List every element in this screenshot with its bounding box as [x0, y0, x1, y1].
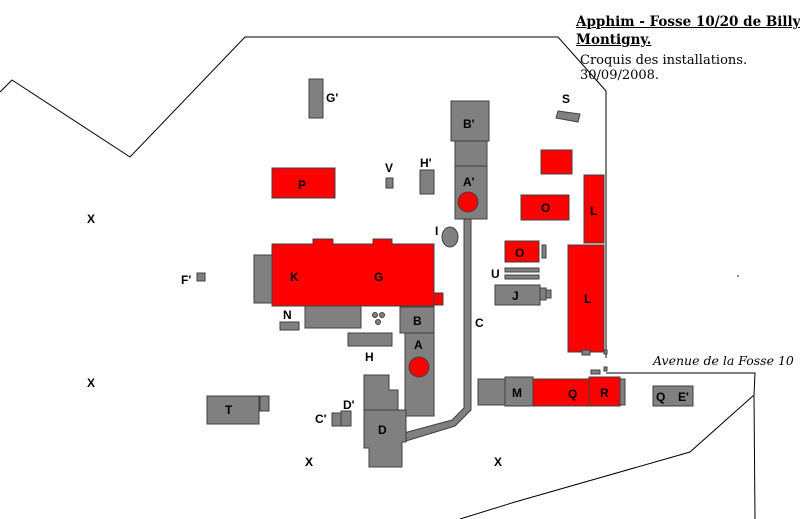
building-v: [385, 177, 394, 189]
shaft-a: [408, 356, 430, 378]
label-t: T: [225, 403, 233, 417]
building-red-small: [540, 149, 573, 175]
tank-i: [441, 226, 459, 248]
building-f-prime: [196, 272, 206, 282]
label-x-top: X: [87, 212, 95, 226]
building-r: [588, 376, 621, 407]
label-x-bottom-right: X: [494, 455, 502, 469]
building-g-annex: [433, 292, 444, 306]
label-m: M: [512, 386, 522, 400]
building-under-g: [304, 305, 362, 329]
building-q-e-prime: [652, 385, 694, 407]
subtitle-line2: 30/09/2008.: [580, 68, 660, 83]
label-h: H: [365, 350, 374, 364]
marker-small-3: [590, 369, 601, 375]
label-h-prime: H': [420, 156, 432, 170]
label-l-top: L: [590, 204, 597, 218]
label-c: C: [475, 316, 484, 330]
label-d: D: [378, 423, 387, 437]
building-p: [271, 167, 336, 199]
label-a-prime: A': [463, 175, 475, 189]
label-l-bottom: L: [584, 292, 591, 306]
label-j: J: [512, 289, 519, 303]
building-c-prime: [331, 412, 342, 427]
building-q: [532, 378, 590, 407]
label-o-mid: O: [515, 246, 524, 260]
page-title-line2: Montigny.: [576, 32, 652, 48]
building-j-annex2: [545, 289, 552, 299]
building-j-annex: [539, 287, 547, 301]
building-d-prime: [340, 410, 352, 427]
building-n: [279, 321, 300, 331]
building-g-prime: [308, 78, 324, 119]
tank-small-3: [375, 319, 381, 325]
site-boundary-line: [0, 36, 607, 358]
label-f-prime: F': [181, 273, 191, 287]
building-b: [399, 306, 435, 334]
building-o-mid-annex: [541, 244, 547, 259]
label-g: G: [374, 270, 383, 284]
page-title-line1: Apphim - Fosse 10/20 de Billy: [576, 14, 800, 30]
building-k-g: [271, 238, 435, 307]
label-n: N: [283, 308, 292, 322]
building-h-prime: [419, 169, 435, 195]
label-d-prime: D': [343, 398, 355, 412]
building-r-annex: [619, 378, 626, 406]
building-d: [363, 374, 407, 468]
label-q-right: Q: [656, 390, 665, 404]
building-o-mid: [504, 240, 540, 263]
label-b-prime: B': [463, 117, 475, 131]
marker-small: [603, 349, 608, 355]
label-b: B: [413, 314, 422, 328]
building-b-prime: [450, 100, 490, 142]
tank-small-2: [379, 312, 385, 318]
label-g-prime: G': [326, 91, 338, 105]
building-u-2: [504, 274, 540, 280]
label-e-prime: E': [678, 390, 689, 404]
road-edge-line: [459, 394, 755, 519]
building-m: [504, 376, 534, 407]
building-s: [555, 110, 581, 123]
label-c-prime: C': [315, 412, 327, 426]
building-t-annex: [259, 395, 270, 412]
label-k: K: [290, 270, 299, 284]
site-boundary-line-bottom: [606, 372, 756, 519]
building-t: [206, 395, 260, 425]
label-x-left: X: [87, 376, 95, 390]
building-l-bottom: [567, 244, 605, 353]
building-u-1: [504, 267, 540, 273]
label-s: S: [562, 92, 570, 106]
dot-right: [737, 275, 739, 277]
street-label: Avenue de la Fosse 10: [653, 353, 794, 368]
label-u: U: [491, 267, 500, 281]
building-l-top: [583, 174, 605, 244]
label-v: V: [385, 161, 393, 175]
building-k-gray: [253, 254, 275, 304]
label-p: P: [298, 178, 306, 192]
marker-small-2: [603, 366, 608, 372]
building-o-top: [520, 194, 570, 221]
label-i: I: [435, 224, 438, 238]
subtitle-line1: Croquis des installations.: [580, 53, 748, 68]
building-l-bottom-step: [581, 349, 591, 356]
building-h: [347, 332, 393, 347]
label-x-bottom-left: X: [305, 455, 313, 469]
label-o-top: O: [541, 201, 550, 215]
shaft-a-prime: [457, 191, 479, 213]
tank-small-1: [372, 312, 378, 318]
label-q: Q: [568, 387, 577, 401]
label-a: A: [414, 338, 423, 352]
label-r: R: [600, 386, 609, 400]
building-row-left: [477, 378, 506, 406]
